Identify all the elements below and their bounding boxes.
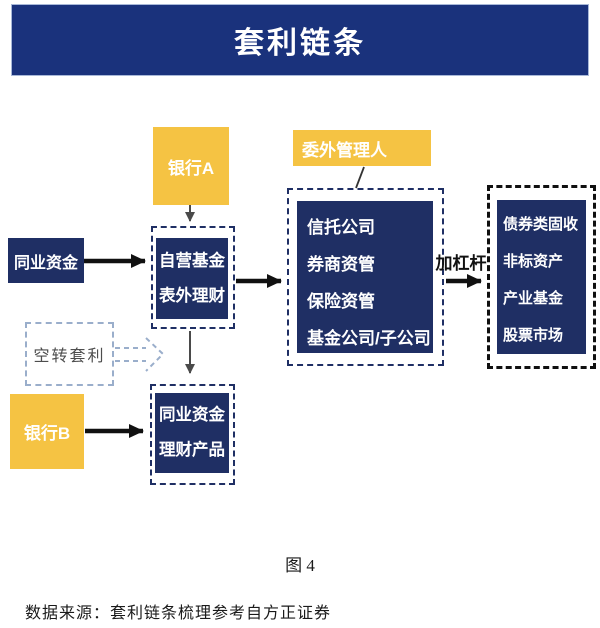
node-assets-box: 债券类固收 非标资产 产业基金 股票市场 xyxy=(487,185,596,369)
node-managers: 信托公司 券商资管 保险资管 基金公司/子公司 xyxy=(297,201,433,353)
node-assets: 债券类固收 非标资产 产业基金 股票市场 xyxy=(497,200,586,354)
node-proprietary-box: 自营基金 表外理财 xyxy=(151,226,235,329)
node-managers-line3: 保险资管 xyxy=(307,292,375,311)
node-bank-a: 银行A xyxy=(153,127,229,205)
node-outsourced-manager-label: 委外管理人 xyxy=(302,140,387,160)
title-banner: 套利链条 xyxy=(11,4,589,76)
node-interbank-wm-box: 同业资金 理财产品 xyxy=(150,384,235,485)
node-interbank-wm: 同业资金 理财产品 xyxy=(155,393,229,473)
node-assets-line4: 股票市场 xyxy=(503,327,564,344)
line-outsourced-to-managers xyxy=(355,166,365,189)
node-assets-line2: 非标资产 xyxy=(503,253,564,270)
node-bank-b: 银行B xyxy=(10,394,84,469)
edge-label-add-leverage: 加杠杆 xyxy=(435,254,487,273)
node-proprietary-line1: 自营基金 xyxy=(159,251,225,270)
node-managers-line2: 券商资管 xyxy=(307,255,375,274)
node-interbank-wm-line1: 同业资金 xyxy=(159,406,225,424)
node-interbank-funds-label: 同业资金 xyxy=(13,254,78,272)
node-bank-a-label: 银行A xyxy=(167,158,215,178)
node-interbank-funds: 同业资金 xyxy=(8,238,84,283)
node-idle-arbitrage-label: 空转套利 xyxy=(33,348,106,365)
page-title: 套利链条 xyxy=(234,27,366,60)
node-outsourced-manager: 委外管理人 xyxy=(293,130,431,166)
node-managers-line4: 基金公司/子公司 xyxy=(307,329,431,348)
node-assets-line1: 债券类固收 xyxy=(503,216,579,233)
node-managers-box: 信托公司 券商资管 保险资管 基金公司/子公司 xyxy=(287,188,444,366)
data-source-note: 数据来源：套利链条梳理参考自方正证券 xyxy=(25,605,332,622)
figure-caption: 图 4 xyxy=(285,556,315,575)
node-idle-arbitrage: 空转套利 xyxy=(25,322,114,386)
node-proprietary-line2: 表外理财 xyxy=(159,286,225,305)
hollow-arrow-idle-arbitrage xyxy=(115,337,165,372)
node-interbank-wm-line2: 理财产品 xyxy=(159,441,225,459)
node-assets-line3: 产业基金 xyxy=(503,290,564,307)
node-managers-line1: 信托公司 xyxy=(307,218,375,237)
node-proprietary: 自营基金 表外理财 xyxy=(156,238,228,319)
node-bank-b-label: 银行B xyxy=(23,424,71,443)
